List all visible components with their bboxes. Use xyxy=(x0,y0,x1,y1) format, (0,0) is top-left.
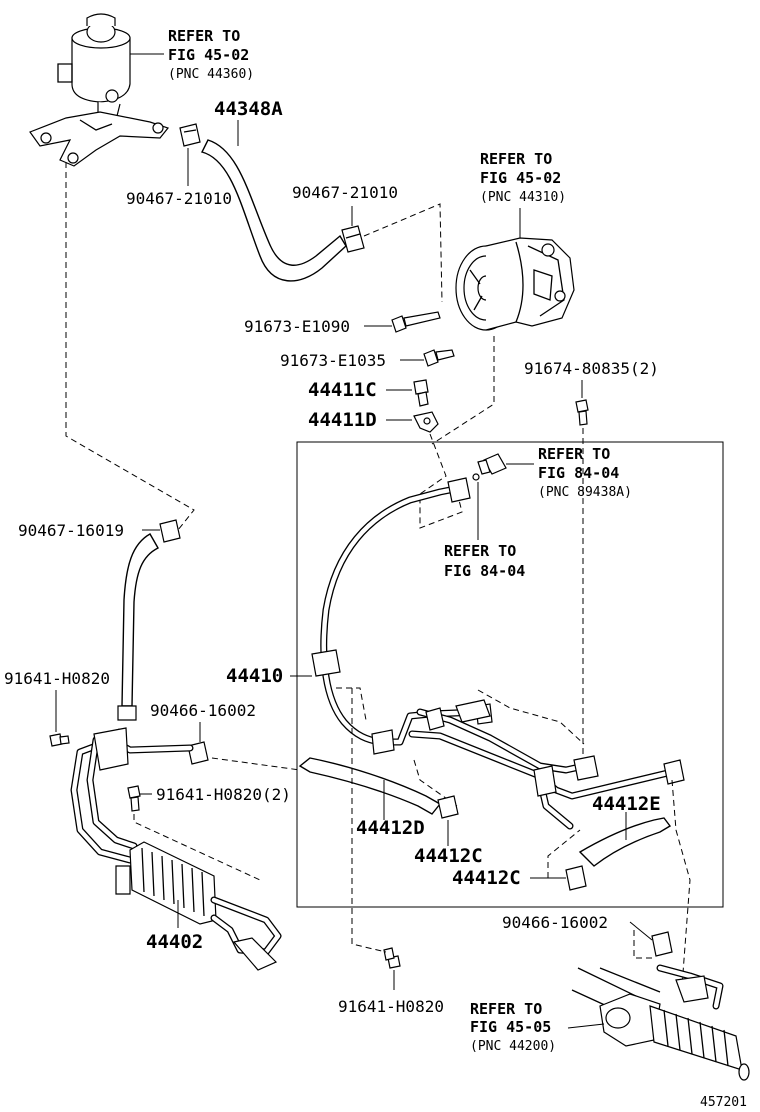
clamp-90466-16002-b[interactable] xyxy=(651,931,673,957)
label-44412c-a: 44412C xyxy=(414,845,483,867)
bolt-91641-h0820-a[interactable] xyxy=(49,733,70,747)
ref-fig-8404-b-l2: FIG 84-04 xyxy=(444,562,525,580)
label-90466-16002-a: 90466-16002 xyxy=(150,701,256,720)
ref-fig-4502-pump-l2: FIG 45-02 xyxy=(480,169,561,187)
clamp-90467-21010-a[interactable] xyxy=(179,123,201,147)
label-91673-e1035: 91673-E1035 xyxy=(280,351,386,370)
label-44348a: 44348A xyxy=(214,98,283,120)
label-90467-21010-b: 90467-21010 xyxy=(292,183,398,202)
label-91674-80835: 91674-80835(2) xyxy=(524,359,659,378)
clamp-90467-16019[interactable] xyxy=(159,519,181,543)
label-44412d: 44412D xyxy=(356,817,425,839)
bolt-91674-80835[interactable] xyxy=(575,399,589,426)
gasket-44411d[interactable] xyxy=(413,411,439,433)
hose-44412e[interactable] xyxy=(578,817,672,867)
ref-fig-4505-rack-l2: FIG 45-05 xyxy=(470,1018,551,1036)
ref-fig-8404-sensor-l3: (PNC 89438A) xyxy=(538,485,632,500)
clamp-90467-21010-b[interactable] xyxy=(341,225,365,253)
clamp-44412c-b[interactable] xyxy=(565,865,587,891)
label-91641-h0820-b: 91641-H0820 xyxy=(338,997,444,1016)
label-91641-h0820-a: 91641-H0820 xyxy=(4,669,110,688)
bolt-91641-h0820-b[interactable] xyxy=(383,947,401,969)
ref-fig-4502-reservoir-l1: REFER TO xyxy=(168,27,240,45)
group-frame xyxy=(296,441,724,908)
return-hose-left[interactable] xyxy=(117,533,159,721)
ref-fig-4502-pump-l1: REFER TO xyxy=(480,150,552,168)
ref-fig-4505-rack-l3: (PNC 44200) xyxy=(470,1039,556,1054)
union-bolt-44411c[interactable] xyxy=(413,379,429,407)
label-44412e: 44412E xyxy=(592,793,661,815)
label-44411c: 44411C xyxy=(308,379,377,401)
steering-rack[interactable] xyxy=(571,964,750,1081)
bolt-91673-e1090[interactable] xyxy=(391,311,441,333)
pressure-switch[interactable] xyxy=(472,453,507,481)
ref-fig-4505-rack-l1: REFER TO xyxy=(470,1000,542,1018)
ref-fig-8404-sensor-l2: FIG 84-04 xyxy=(538,464,619,482)
return-tube-assembly[interactable] xyxy=(408,699,685,830)
ref-fig-8404-sensor-l1: REFER TO xyxy=(538,445,610,463)
diagram-number: 457201 xyxy=(700,1095,747,1110)
label-90466-16002-b: 90466-16002 xyxy=(502,913,608,932)
ref-fig-4502-reservoir-l3: (PNC 44360) xyxy=(168,67,254,82)
label-44412c-b: 44412C xyxy=(452,867,521,889)
hose-44412d[interactable] xyxy=(298,757,442,815)
label-90467-21010-a: 90467-21010 xyxy=(126,189,232,208)
power-steering-pump[interactable] xyxy=(455,237,575,331)
label-90467-16019: 90467-16019 xyxy=(18,521,124,540)
ref-fig-4502-pump-l3: (PNC 44310) xyxy=(480,190,566,205)
bolt-91673-e1035[interactable] xyxy=(423,349,455,367)
label-44402: 44402 xyxy=(146,931,203,953)
label-44410: 44410 xyxy=(226,665,283,687)
label-44411d: 44411D xyxy=(308,409,377,431)
hose-44348a[interactable] xyxy=(200,139,347,282)
ref-fig-8404-b-l1: REFER TO xyxy=(444,542,516,560)
clamp-44412c-a[interactable] xyxy=(437,795,459,819)
oil-cooler-44402[interactable] xyxy=(70,727,282,971)
bolt-91641-h0820-2[interactable] xyxy=(127,785,141,812)
ref-fig-4502-reservoir-l2: FIG 45-02 xyxy=(168,46,249,64)
label-91641-h0820-2: 91641-H0820(2) xyxy=(156,785,291,804)
label-91673-e1090: 91673-E1090 xyxy=(244,317,350,336)
reservoir-assembly[interactable] xyxy=(29,13,170,167)
